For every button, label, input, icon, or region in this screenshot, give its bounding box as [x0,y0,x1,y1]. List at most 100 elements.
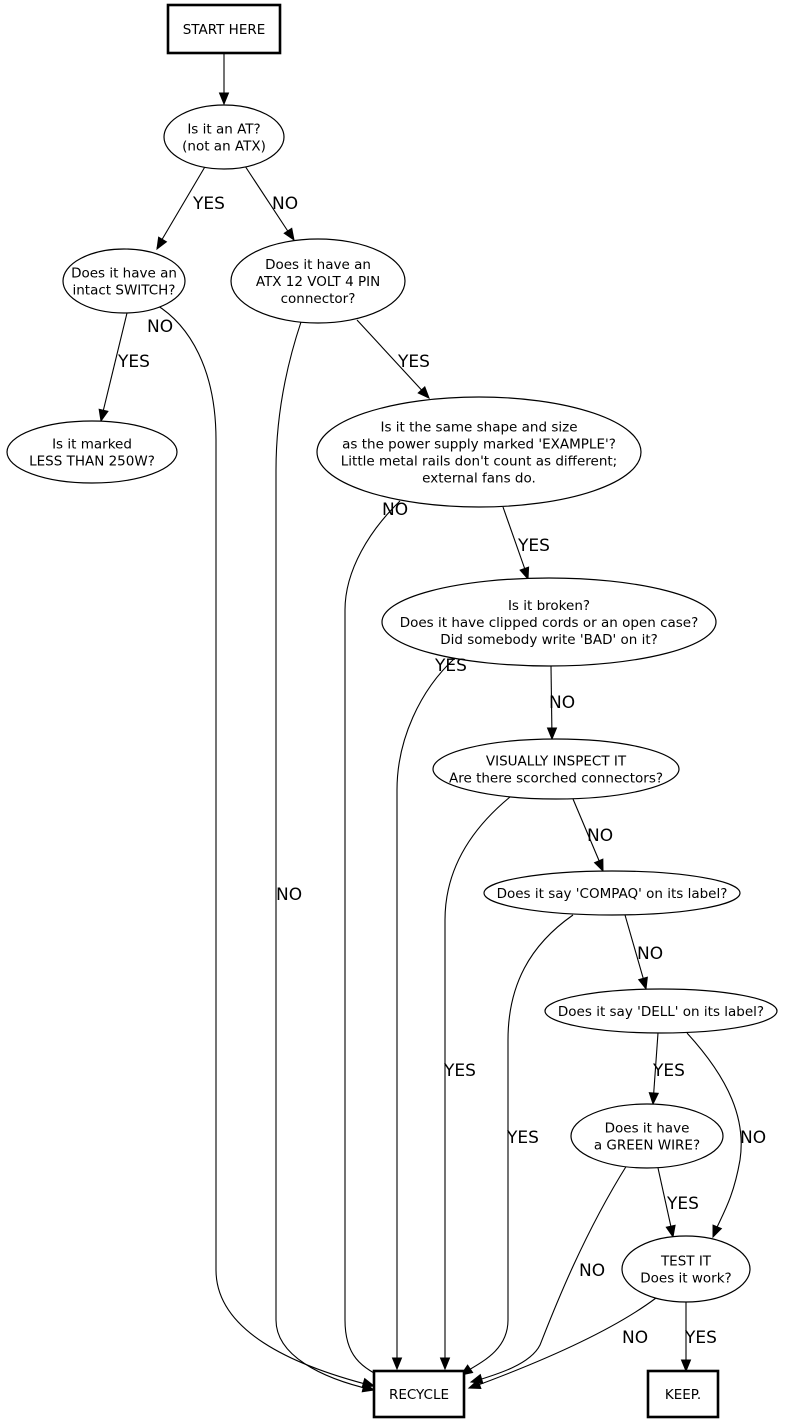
decision-ellipse [6,420,178,484]
edge-line [469,1297,657,1389]
arrowhead [648,1092,660,1106]
arrowhead [546,727,558,741]
decision-ellipse [544,988,778,1034]
node-text-line: a GREEN WIRE? [594,1138,700,1154]
edge-dell_test [686,1032,742,1239]
terminal-box [372,1369,466,1419]
arrowhead [283,227,295,242]
edge-compaq_dell [624,914,648,991]
node-text-line: Does it have an [265,257,371,273]
decision-ellipse [316,396,642,508]
edge-line [275,321,374,1391]
edge-atx12_recycle [275,321,376,1393]
edge-label: YES [517,536,550,556]
node-broken: Is it broken?Does it have clipped cords … [381,577,717,667]
decision-ellipse [230,238,406,324]
node-text-line: intact SWITCH? [73,283,176,299]
node-text-line: Is it the same shape and size [380,420,577,436]
node-text-line: Are there scorched connectors? [449,771,663,787]
edge-line [100,312,128,421]
decision-ellipse [483,870,741,916]
node-text-line: external fans do. [422,471,536,487]
node-text-line: KEEP. [665,1387,701,1403]
decision-ellipse [432,738,680,800]
edge-label: YES [684,1328,717,1348]
edge-start_at [218,54,230,106]
edge-label: NO [382,500,408,520]
edge-line [396,657,456,1368]
edge-at_atx12 [244,165,295,242]
node-compaq: Does it say 'COMPAQ' on its label? [483,870,741,916]
edge-label: NO [272,194,298,214]
edge-atx12_shape [356,319,430,399]
arrowhead [467,1379,482,1390]
edge-line [572,798,604,871]
terminal-box [166,3,282,55]
edge-label: YES [443,1061,476,1081]
arrowhead [680,1359,692,1373]
edge-line [444,796,511,1368]
edge-label: NO [587,826,613,846]
edge-label: YES [397,352,430,372]
edge-label: YES [117,352,150,372]
edge-line [244,165,294,240]
edge-label: YES [652,1061,685,1081]
edge-test_recycle [467,1297,657,1390]
node-text-line: RECYCLE [389,1387,449,1403]
edge-label: YES [434,656,467,676]
decision-ellipse [163,104,285,170]
node-text-line: Little metal rails don't count as differ… [341,454,617,470]
edge-broken_recycle [391,657,456,1371]
arrowhead [417,386,430,399]
edge-line [344,500,401,1381]
decision-ellipse [62,248,186,314]
decision-ellipse [381,577,717,667]
node-text-line: ATX 12 VOLT 4 PIN [256,274,380,290]
edge-label: NO [549,693,575,713]
edge-shape_broken [502,506,530,581]
arrowhead [637,976,648,991]
edge-line [461,914,574,1375]
node-text-line: connector? [281,291,356,307]
arrowhead [98,408,109,423]
edge-line [657,1167,674,1237]
node-text-line: Does it work? [640,1271,731,1287]
edge-dell_green [648,1032,660,1106]
arrowhead [218,92,230,106]
edge-label: YES [506,1128,539,1148]
edge-test_keep [680,1302,692,1373]
arrowhead [361,1382,376,1393]
node-text-line: as the power supply marked 'EXAMPLE'? [342,437,616,453]
edge-line [502,506,529,579]
edge-label: NO [740,1128,766,1148]
node-text-line: VISUALLY INSPECT IT [486,754,627,770]
node-start: START HERE [166,3,282,55]
edge-line [652,1032,659,1104]
node-text-line: (not an ATX) [182,139,266,155]
edge-broken_inspect [546,665,558,741]
node-text-line: Does it have clipped cords or an open ca… [400,615,699,631]
edge-label: NO [622,1328,648,1348]
node-text-line: Does it have [605,1121,690,1137]
node-recycle: RECYCLE [372,1369,466,1419]
edge-inspect_recycle [439,796,511,1371]
edge-label: YES [192,194,225,214]
arrowhead [439,1357,451,1371]
edge-label: NO [276,885,302,905]
node-text-line: Is it broken? [508,598,590,614]
node-text-line: Does it say 'DELL' on its label? [558,1004,764,1020]
terminal-box [646,1369,720,1419]
node-text-line: Is it an AT? [187,122,260,138]
edge-line [471,1164,628,1383]
node-text-line: LESS THAN 250W? [29,454,155,470]
edge-label: YES [666,1194,699,1214]
edge-label: NO [637,944,663,964]
edge-green_test [657,1167,676,1239]
